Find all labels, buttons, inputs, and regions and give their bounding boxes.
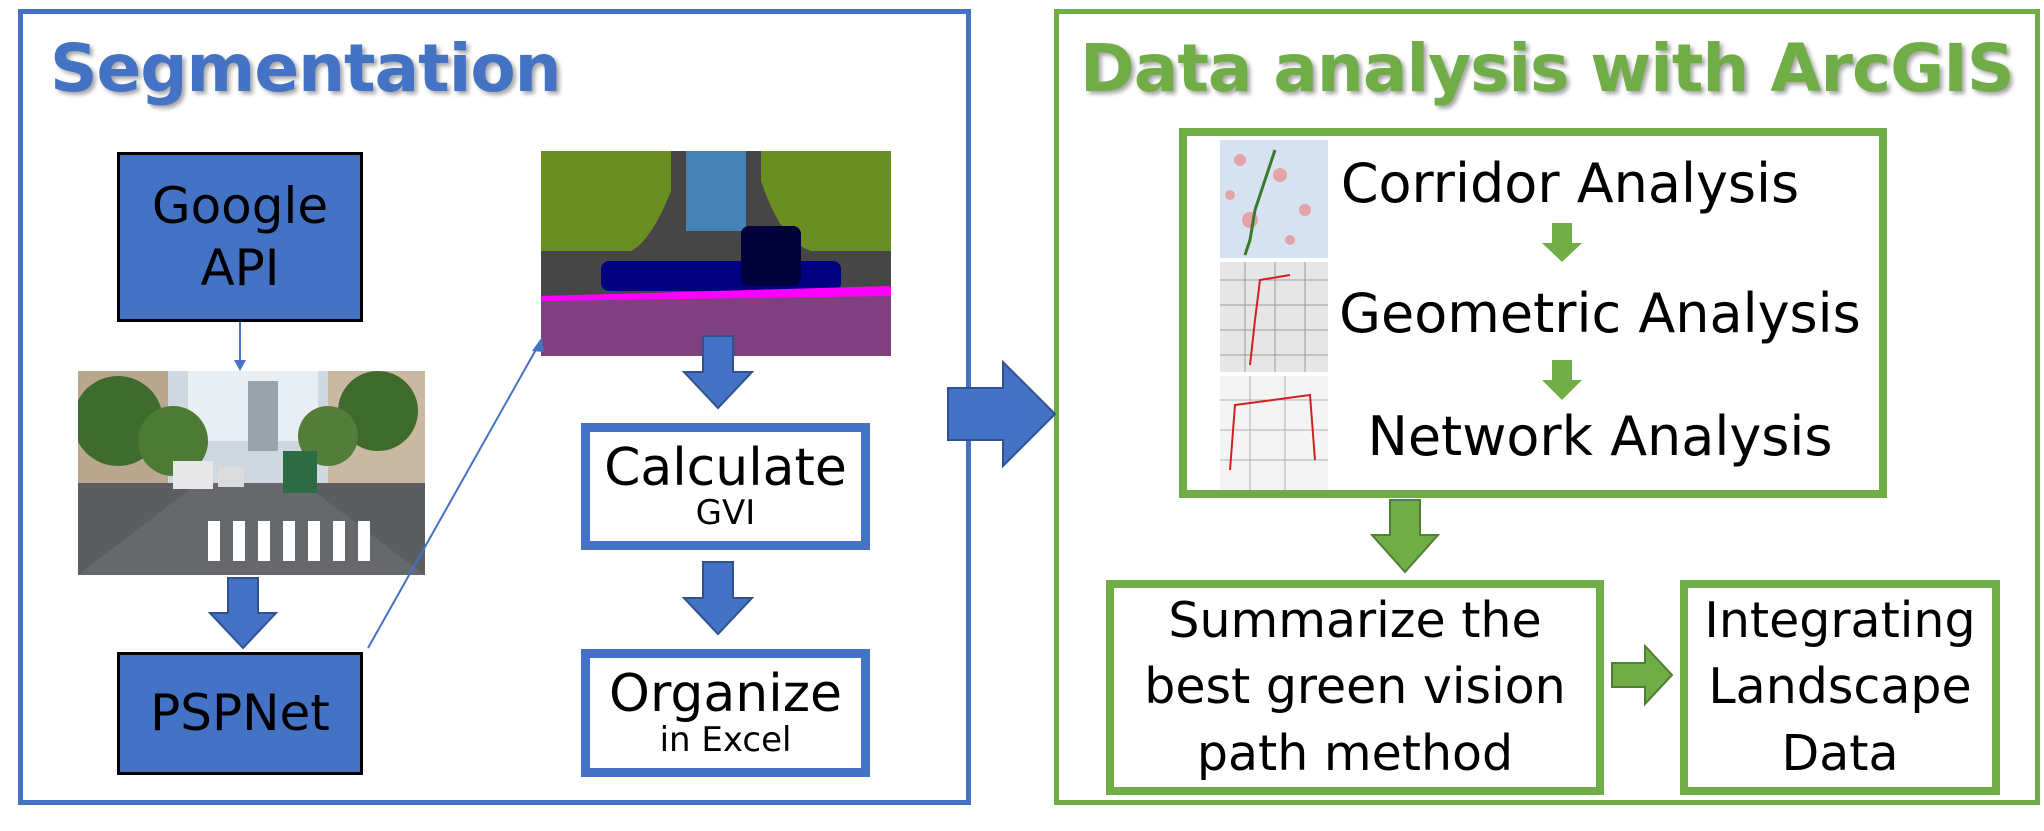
summarize-label: Summarize the best green vision path met… [1144, 592, 1566, 782]
green-arrow-corridor-to-geometric [1542, 223, 1582, 262]
organize-label: Organize [609, 664, 842, 724]
corridor-analysis-label: Corridor Analysis [1340, 152, 1800, 215]
organize-excel-box: Organize in Excel [581, 649, 870, 777]
summarize-box: Summarize the best green vision path met… [1106, 580, 1604, 795]
green-arrow-summarize-to-integrating [1611, 643, 1674, 707]
green-arrow-geometric-to-network [1542, 360, 1582, 400]
gvi-label: GVI [695, 493, 756, 534]
calculate-gvi-box: Calculate GVI [581, 423, 870, 550]
block-arrow-seg-to-calc [681, 335, 755, 410]
green-arrow-analysis-to-summarize [1369, 499, 1441, 574]
pspnet-box: PSPNet [117, 652, 363, 775]
network-analysis-label: Network Analysis [1367, 405, 1833, 468]
block-arrow-photo-to-pspnet [207, 577, 279, 650]
excel-label: in Excel [659, 719, 792, 760]
segmentation-title: Segmentation [50, 30, 562, 107]
map-thumbnails [1220, 140, 1328, 490]
arcgis-analysis-panel [1054, 9, 2040, 805]
calculate-label: Calculate [604, 437, 847, 498]
geometric-analysis-label: Geometric Analysis [1339, 282, 1861, 345]
integrating-label: Integrating Landscape Data [1704, 592, 1976, 782]
arcgis-title: Data analysis with ArcGIS [1080, 30, 2014, 107]
google-api-box: Google API [117, 152, 363, 322]
segmentation-map-image [541, 151, 891, 356]
big-arrow-between-panels [947, 359, 1057, 469]
street-view-photo [78, 371, 425, 575]
thin-arrow-google-to-photo [234, 322, 246, 371]
block-arrow-calc-to-organize [681, 561, 755, 636]
integrating-box: Integrating Landscape Data [1680, 580, 2000, 795]
thin-arrow-pspnet-to-seg [367, 337, 544, 649]
